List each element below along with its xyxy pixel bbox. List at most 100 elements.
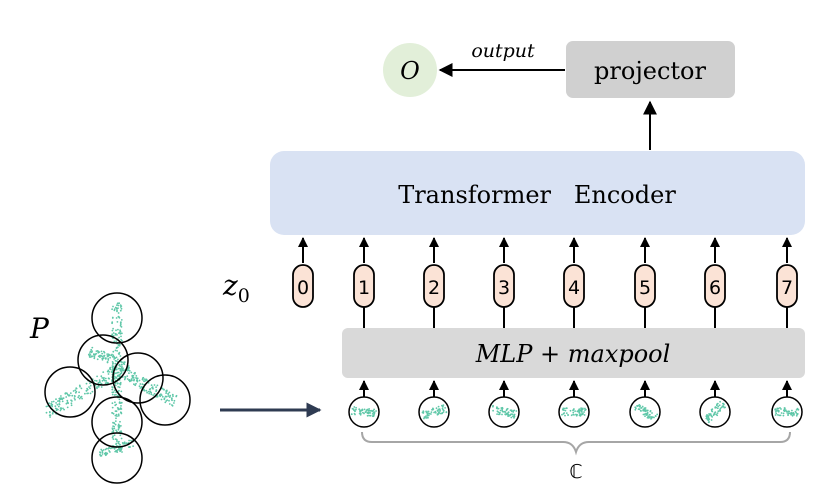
cloud-point	[105, 380, 107, 382]
cloud-point	[117, 414, 120, 417]
patch-circle	[348, 396, 380, 428]
cloud-point	[111, 412, 114, 414]
patch-point	[430, 413, 432, 415]
cloud-point	[128, 439, 131, 442]
cloud-point	[139, 387, 142, 389]
patch-point	[373, 411, 376, 414]
cloud-point	[126, 378, 129, 380]
cloud-point	[107, 373, 110, 375]
cloud-point	[114, 362, 117, 365]
cloud-point	[98, 380, 101, 383]
cloud-point	[111, 388, 114, 391]
cloud-point	[89, 354, 92, 356]
patch-point	[578, 409, 580, 412]
patch-point	[646, 411, 649, 414]
cloud-point	[135, 377, 137, 379]
patch-point	[442, 405, 444, 408]
patch-point	[710, 408, 713, 411]
patch-point	[714, 406, 717, 408]
patch-point	[572, 411, 575, 414]
patch-point	[427, 410, 430, 413]
cloud-point	[153, 392, 156, 395]
patch-point	[507, 413, 510, 416]
patch-point	[573, 408, 575, 410]
cloud-point	[120, 411, 122, 414]
cloud-point	[65, 396, 68, 398]
cloud-point	[60, 408, 62, 410]
cloud-point	[145, 389, 148, 392]
patch-point	[564, 407, 566, 410]
cloud-point	[116, 382, 119, 385]
cloud-point	[117, 425, 120, 427]
cloud-point	[119, 420, 121, 423]
patch-point	[366, 414, 369, 417]
token-label: 0	[297, 277, 309, 299]
cloud-point	[57, 400, 59, 402]
cloud-point	[74, 391, 77, 394]
cloud-point	[104, 357, 107, 360]
cloud-point	[163, 398, 166, 401]
cloud-point	[119, 309, 122, 312]
cloud-point	[114, 420, 117, 422]
cloud-point	[78, 394, 80, 397]
cloud-point	[113, 425, 115, 428]
cloud-point	[97, 351, 100, 354]
cloud-point	[123, 378, 126, 381]
cloud-point	[111, 322, 113, 325]
patch-point	[644, 415, 646, 417]
cloud-point	[119, 372, 122, 375]
transformer-encoder-label: Transformer Encoder	[398, 181, 676, 209]
cloud-point	[78, 384, 81, 387]
cloud-point	[118, 336, 120, 339]
patch-point	[424, 416, 426, 418]
cloud-point	[72, 390, 75, 392]
patch-point	[644, 407, 647, 409]
cloud-point	[114, 349, 117, 352]
cloud-point	[126, 375, 129, 378]
cloud-point	[114, 450, 117, 453]
cloud-point	[113, 375, 116, 378]
cloud-point	[119, 323, 122, 326]
cloud-point	[173, 399, 176, 402]
cloud-point	[101, 449, 104, 452]
patch-point	[786, 412, 789, 414]
cloud-point	[165, 392, 168, 394]
patch-point	[362, 411, 364, 414]
cloud-point	[164, 401, 167, 404]
cloud-point	[112, 350, 115, 353]
cloud-point	[89, 350, 92, 353]
patch-point	[706, 418, 709, 421]
patch-point	[782, 414, 785, 417]
patch-1	[348, 380, 380, 428]
cloud-point	[104, 382, 107, 385]
cloud-point	[117, 371, 120, 374]
cloud-point	[136, 380, 139, 383]
patch-point	[708, 414, 711, 416]
patch-point	[444, 407, 446, 409]
patch-point	[573, 414, 575, 416]
cloud-point	[111, 333, 114, 336]
patch-point	[492, 409, 494, 412]
input-label: P	[29, 312, 50, 345]
patch-point	[576, 413, 578, 416]
cloud-point	[167, 395, 170, 397]
cloud-point	[115, 340, 118, 342]
cloud-point	[117, 428, 120, 431]
cloud-point	[118, 316, 120, 319]
cloud-point	[101, 355, 104, 358]
patch-point	[779, 407, 781, 409]
cloud-point	[127, 372, 130, 374]
patch-point	[564, 409, 567, 412]
cloud-point	[113, 355, 115, 358]
patch-point	[510, 410, 513, 413]
patch-point	[775, 410, 778, 412]
patch-point	[651, 412, 653, 414]
cloud-point	[70, 402, 73, 405]
patch-point	[369, 409, 372, 412]
patch-point	[499, 409, 502, 412]
cloud-point	[102, 357, 105, 359]
cloud-point	[117, 408, 120, 411]
cloud-point	[143, 388, 145, 391]
patch-6	[699, 380, 731, 428]
cloud-point	[107, 353, 110, 356]
